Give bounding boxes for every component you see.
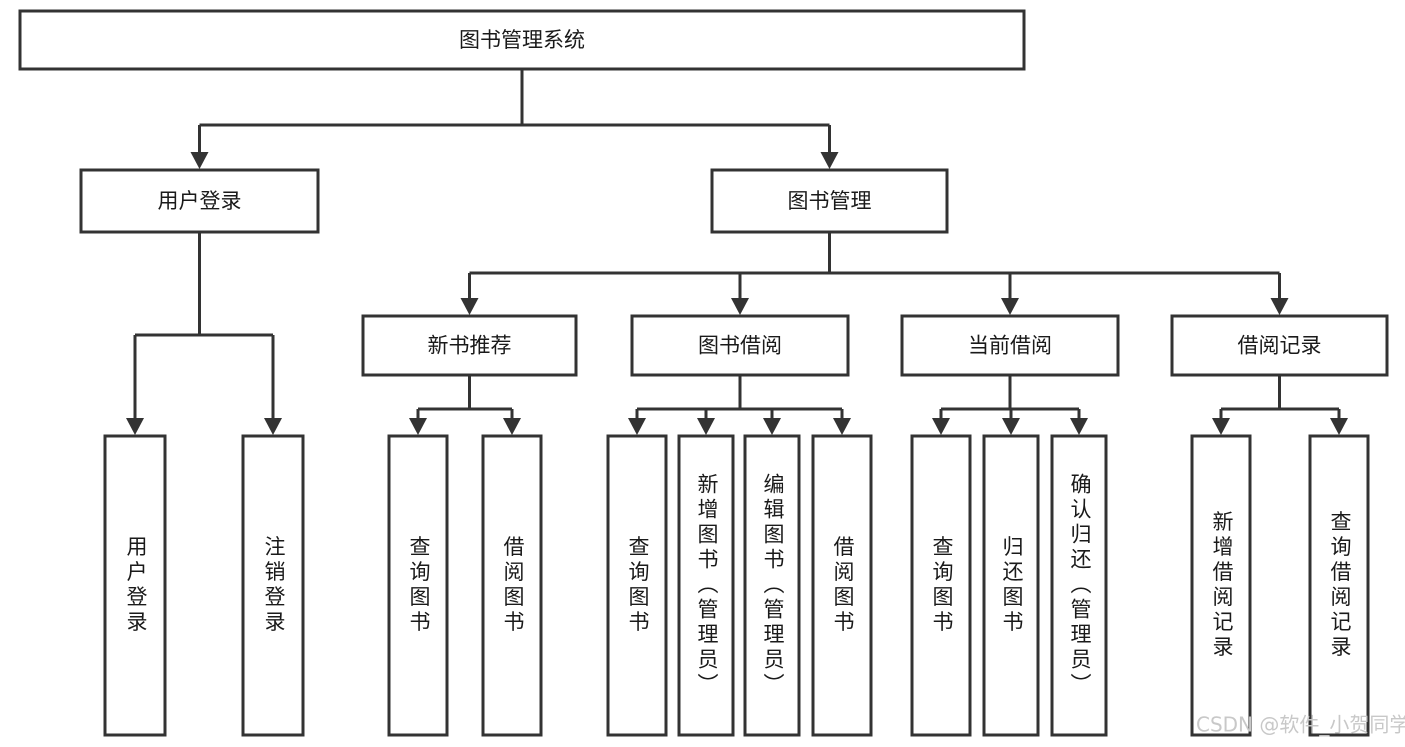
arrow-head <box>503 418 521 435</box>
node-编辑图书管理员[interactable]: 编辑图书（管理员） <box>743 434 801 737</box>
node-新书推荐[interactable]: 新书推荐 <box>361 314 578 377</box>
arrow-head <box>1330 418 1348 435</box>
node-label: 确认归还（管理员） <box>1068 473 1092 698</box>
node-查询借阅记录[interactable]: 查询借阅记录 <box>1308 434 1370 737</box>
node-box <box>79 168 320 234</box>
arrow-head <box>697 418 715 435</box>
arrow-head <box>932 418 950 435</box>
node-box <box>1190 434 1252 737</box>
node-box <box>387 434 449 737</box>
node-注销登录[interactable]: 注销登录 <box>241 434 305 737</box>
node-box <box>361 314 578 377</box>
arrow-head <box>1270 298 1289 315</box>
node-box <box>606 434 668 737</box>
node-label: 图书管理系统 <box>459 28 585 52</box>
node-label: 图书管理 <box>788 189 872 213</box>
node-label: 新增借阅记录 <box>1210 511 1234 661</box>
node-box <box>811 434 873 737</box>
node-借阅图书[interactable]: 借阅图书 <box>811 434 873 737</box>
node-box <box>982 434 1040 737</box>
node-label: 查询图书 <box>626 536 650 636</box>
arrow-head <box>763 418 781 435</box>
node-用户登录[interactable]: 用户登录 <box>79 168 320 234</box>
arrow-head <box>1070 418 1088 435</box>
node-box <box>743 434 801 737</box>
connector-layer <box>126 69 1348 435</box>
node-查询图书[interactable]: 查询图书 <box>606 434 668 737</box>
arrow-head <box>731 298 749 315</box>
node-label: 新增图书（管理员） <box>695 473 719 698</box>
node-label: 用户登录 <box>124 536 148 636</box>
node-label: 当前借阅 <box>968 334 1052 358</box>
node-label: 用户登录 <box>158 189 242 213</box>
arrow-head <box>264 418 282 435</box>
node-label: 借阅记录 <box>1238 334 1322 358</box>
node-box <box>481 434 543 737</box>
node-label: 借阅图书 <box>831 536 855 636</box>
node-查询图书[interactable]: 查询图书 <box>387 434 449 737</box>
node-用户登录[interactable]: 用户登录 <box>103 434 167 737</box>
node-label: 编辑图书（管理员） <box>761 473 785 698</box>
node-新增借阅记录[interactable]: 新增借阅记录 <box>1190 434 1252 737</box>
node-当前借阅[interactable]: 当前借阅 <box>900 314 1120 377</box>
node-归还图书[interactable]: 归还图书 <box>982 434 1040 737</box>
node-确认归还管理员[interactable]: 确认归还（管理员） <box>1050 434 1108 737</box>
node-label: 查询图书 <box>930 536 954 636</box>
node-box <box>103 434 167 737</box>
arrow-head <box>1212 418 1230 435</box>
node-box <box>630 314 850 377</box>
arrow-head <box>820 152 839 169</box>
node-图书借阅[interactable]: 图书借阅 <box>630 314 850 377</box>
arrow-head <box>409 418 427 435</box>
node-借阅图书[interactable]: 借阅图书 <box>481 434 543 737</box>
node-新增图书管理员[interactable]: 新增图书（管理员） <box>677 434 735 737</box>
node-box <box>677 434 735 737</box>
node-box <box>710 168 949 234</box>
node-box <box>1308 434 1370 737</box>
node-layer: 图书管理系统用户登录图书管理新书推荐图书借阅当前借阅借阅记录用户登录注销登录查询… <box>18 9 1389 737</box>
node-label: 查询图书 <box>407 536 431 636</box>
node-label: 注销登录 <box>262 536 286 636</box>
arrow-head <box>1002 418 1020 435</box>
node-查询图书[interactable]: 查询图书 <box>910 434 972 737</box>
arrow-head <box>190 152 209 169</box>
watermark: CSDN @软件_小贺同学 <box>1196 713 1405 737</box>
node-图书管理[interactable]: 图书管理 <box>710 168 949 234</box>
node-box <box>1050 434 1108 737</box>
node-label: 新书推荐 <box>428 334 512 358</box>
node-box <box>241 434 305 737</box>
node-label: 借阅图书 <box>501 536 525 636</box>
node-label: 归还图书 <box>1000 536 1024 636</box>
node-label: 图书借阅 <box>698 334 782 358</box>
node-box <box>18 9 1026 71</box>
arrow-head <box>460 298 479 315</box>
node-图书管理系统[interactable]: 图书管理系统 <box>18 9 1026 71</box>
node-借阅记录[interactable]: 借阅记录 <box>1170 314 1389 377</box>
node-box <box>1170 314 1389 377</box>
arrow-head <box>126 418 144 435</box>
node-label: 查询借阅记录 <box>1328 511 1352 661</box>
node-box <box>910 434 972 737</box>
arrow-head <box>833 418 851 435</box>
arrow-head <box>628 418 646 435</box>
arrow-head <box>1001 298 1019 315</box>
node-box <box>900 314 1120 377</box>
